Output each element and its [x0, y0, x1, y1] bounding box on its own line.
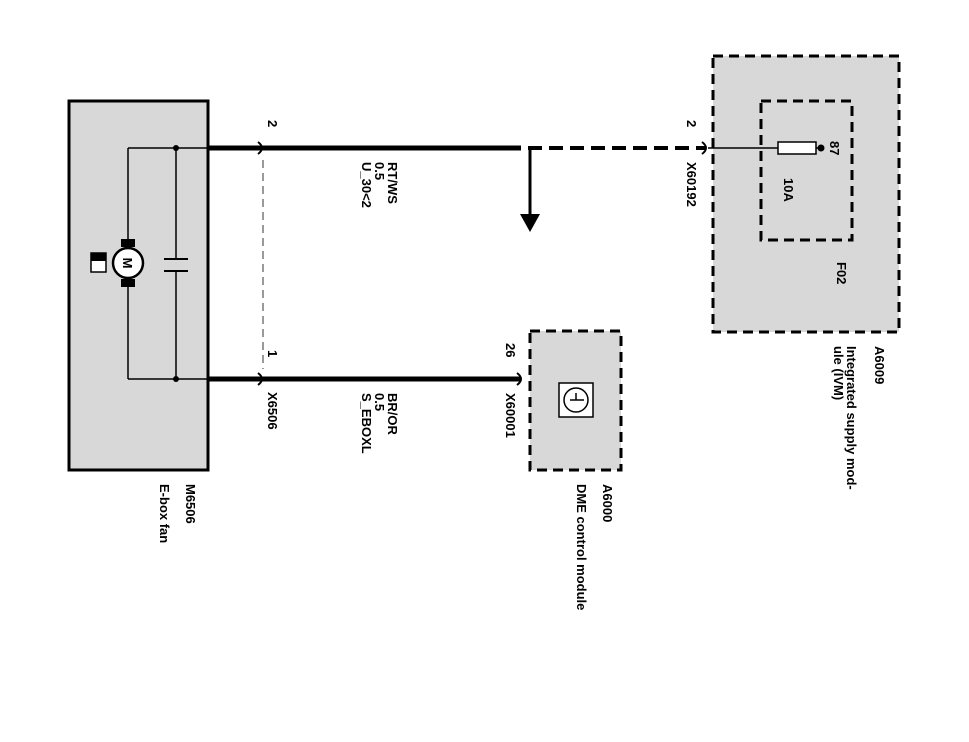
junction-dot-top [173, 145, 179, 151]
dme-connector-pin: 26 [503, 343, 518, 357]
ivm-connector-pin: 2 [684, 120, 699, 127]
fuse-box [759, 99, 854, 242]
fuse-id: F02 [834, 262, 849, 284]
ivm-id: A6009 [872, 346, 887, 384]
dme-name: DME control module [574, 484, 589, 610]
wire-bottom-signal: S_EBOXL [359, 393, 374, 454]
connector-terminal-fan-bottom [257, 372, 263, 386]
wire-bottom-color: BR/OR [385, 393, 400, 436]
fan-connector-id: X6506 [265, 392, 280, 430]
control-unit-icon [558, 382, 594, 418]
component-marker-icon [90, 252, 107, 273]
fan-id: M6506 [183, 484, 198, 524]
dme-id: A6000 [600, 484, 615, 522]
fuse-icon [777, 141, 817, 155]
continuation-arrow-icon [520, 214, 540, 232]
junction-dot-bottom [173, 376, 179, 382]
wire-top-gauge: 0.5 [372, 162, 387, 180]
fan-connector-pin-bottom: 1 [265, 350, 280, 357]
fuse-pin-dot [817, 144, 825, 152]
motor-glyph: M [120, 258, 135, 269]
connector-terminal-ivm [701, 141, 707, 155]
fan-component-box [67, 99, 210, 472]
connector-terminal-dme [516, 372, 522, 386]
dme-connector-id: X60001 [503, 393, 518, 438]
fuse-pin: 87 [827, 141, 842, 155]
motor-icon: M [111, 239, 145, 287]
connector-terminal-fan-top [257, 141, 263, 155]
fan-connector-pin-top: 2 [265, 120, 280, 127]
wire-bottom-gauge: 0.5 [372, 393, 387, 411]
fuse-rating: 10A [781, 178, 796, 202]
ivm-name-line1: Integrated supply mod- [844, 346, 859, 490]
ivm-name-line2: ule (IVM) [831, 346, 846, 400]
fan-name: E-box fan [157, 484, 172, 543]
wire-top-signal: U_30<2 [359, 162, 374, 208]
ivm-connector-id: X60192 [684, 162, 699, 207]
wire-top-color: RT/WS [385, 162, 400, 204]
